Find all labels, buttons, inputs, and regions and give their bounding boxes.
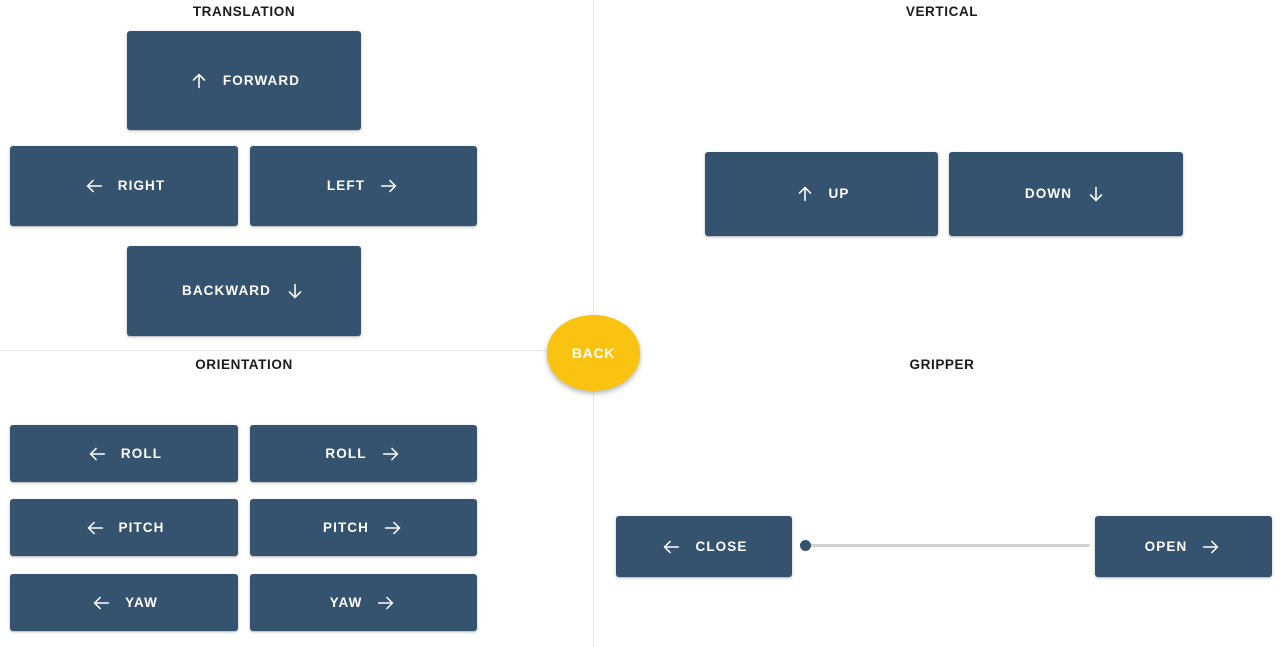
arrow-right-icon [380,443,402,465]
arrow-down-icon [1085,183,1107,205]
gripper-open-button[interactable]: OPEN [1095,516,1272,577]
forward-button[interactable]: FORWARD [127,31,361,130]
yaw-right-button[interactable]: YAW [250,574,477,631]
gripper-open-button-label: OPEN [1144,538,1188,554]
section-title-translation: TRANSLATION [192,4,296,19]
left-button-label: LEFT [326,178,366,194]
arrow-left-icon [83,175,105,197]
arrow-right-icon [1200,536,1222,558]
yaw-right-button-label: YAW [329,594,363,610]
arrow-down-icon [284,280,306,302]
arrow-left-icon [86,443,108,465]
section-title-gripper: GRIPPER [909,357,975,372]
section-title-vertical: VERTICAL [905,4,979,19]
arrow-left-icon [84,517,106,539]
horizontal-divider-left [0,350,593,351]
up-button[interactable]: UP [705,152,938,236]
right-button[interactable]: RIGHT [10,146,238,226]
right-button-label: RIGHT [117,178,166,194]
section-title-orientation: ORIENTATION [195,357,293,372]
slider-track[interactable] [805,544,1090,547]
arrow-up-icon [794,183,816,205]
pitch-left-button[interactable]: PITCH [10,499,238,556]
arrow-right-icon [375,592,397,614]
back-button-label: BACK [571,345,616,361]
arrow-left-icon [90,592,112,614]
roll-left-button[interactable]: ROLL [10,425,238,482]
forward-button-label: FORWARD [222,72,301,88]
arrow-right-icon [378,175,400,197]
left-button[interactable]: LEFT [250,146,477,226]
yaw-left-button[interactable]: YAW [10,574,238,631]
arrow-right-icon [382,517,404,539]
pitch-right-button[interactable]: PITCH [250,499,477,556]
backward-button-label: BACKWARD [181,283,272,299]
slider-thumb[interactable] [800,540,811,551]
pitch-left-button-label: PITCH [118,519,165,535]
arrow-up-icon [188,70,210,92]
yaw-left-button-label: YAW [125,594,158,610]
pitch-right-button-label: PITCH [323,519,369,535]
roll-left-button-label: ROLL [120,445,163,461]
gripper-close-button[interactable]: CLOSE [616,516,792,577]
roll-right-button[interactable]: ROLL [250,425,477,482]
up-button-label: UP [828,186,850,202]
down-button[interactable]: DOWN [949,152,1183,236]
gripper-close-button-label: CLOSE [695,538,748,554]
arrow-left-icon [660,536,682,558]
roll-right-button-label: ROLL [325,445,367,461]
gripper-position-slider[interactable] [798,527,1090,566]
back-button[interactable]: BACK [547,315,640,391]
down-button-label: DOWN [1024,186,1073,202]
backward-button[interactable]: BACKWARD [127,246,361,336]
